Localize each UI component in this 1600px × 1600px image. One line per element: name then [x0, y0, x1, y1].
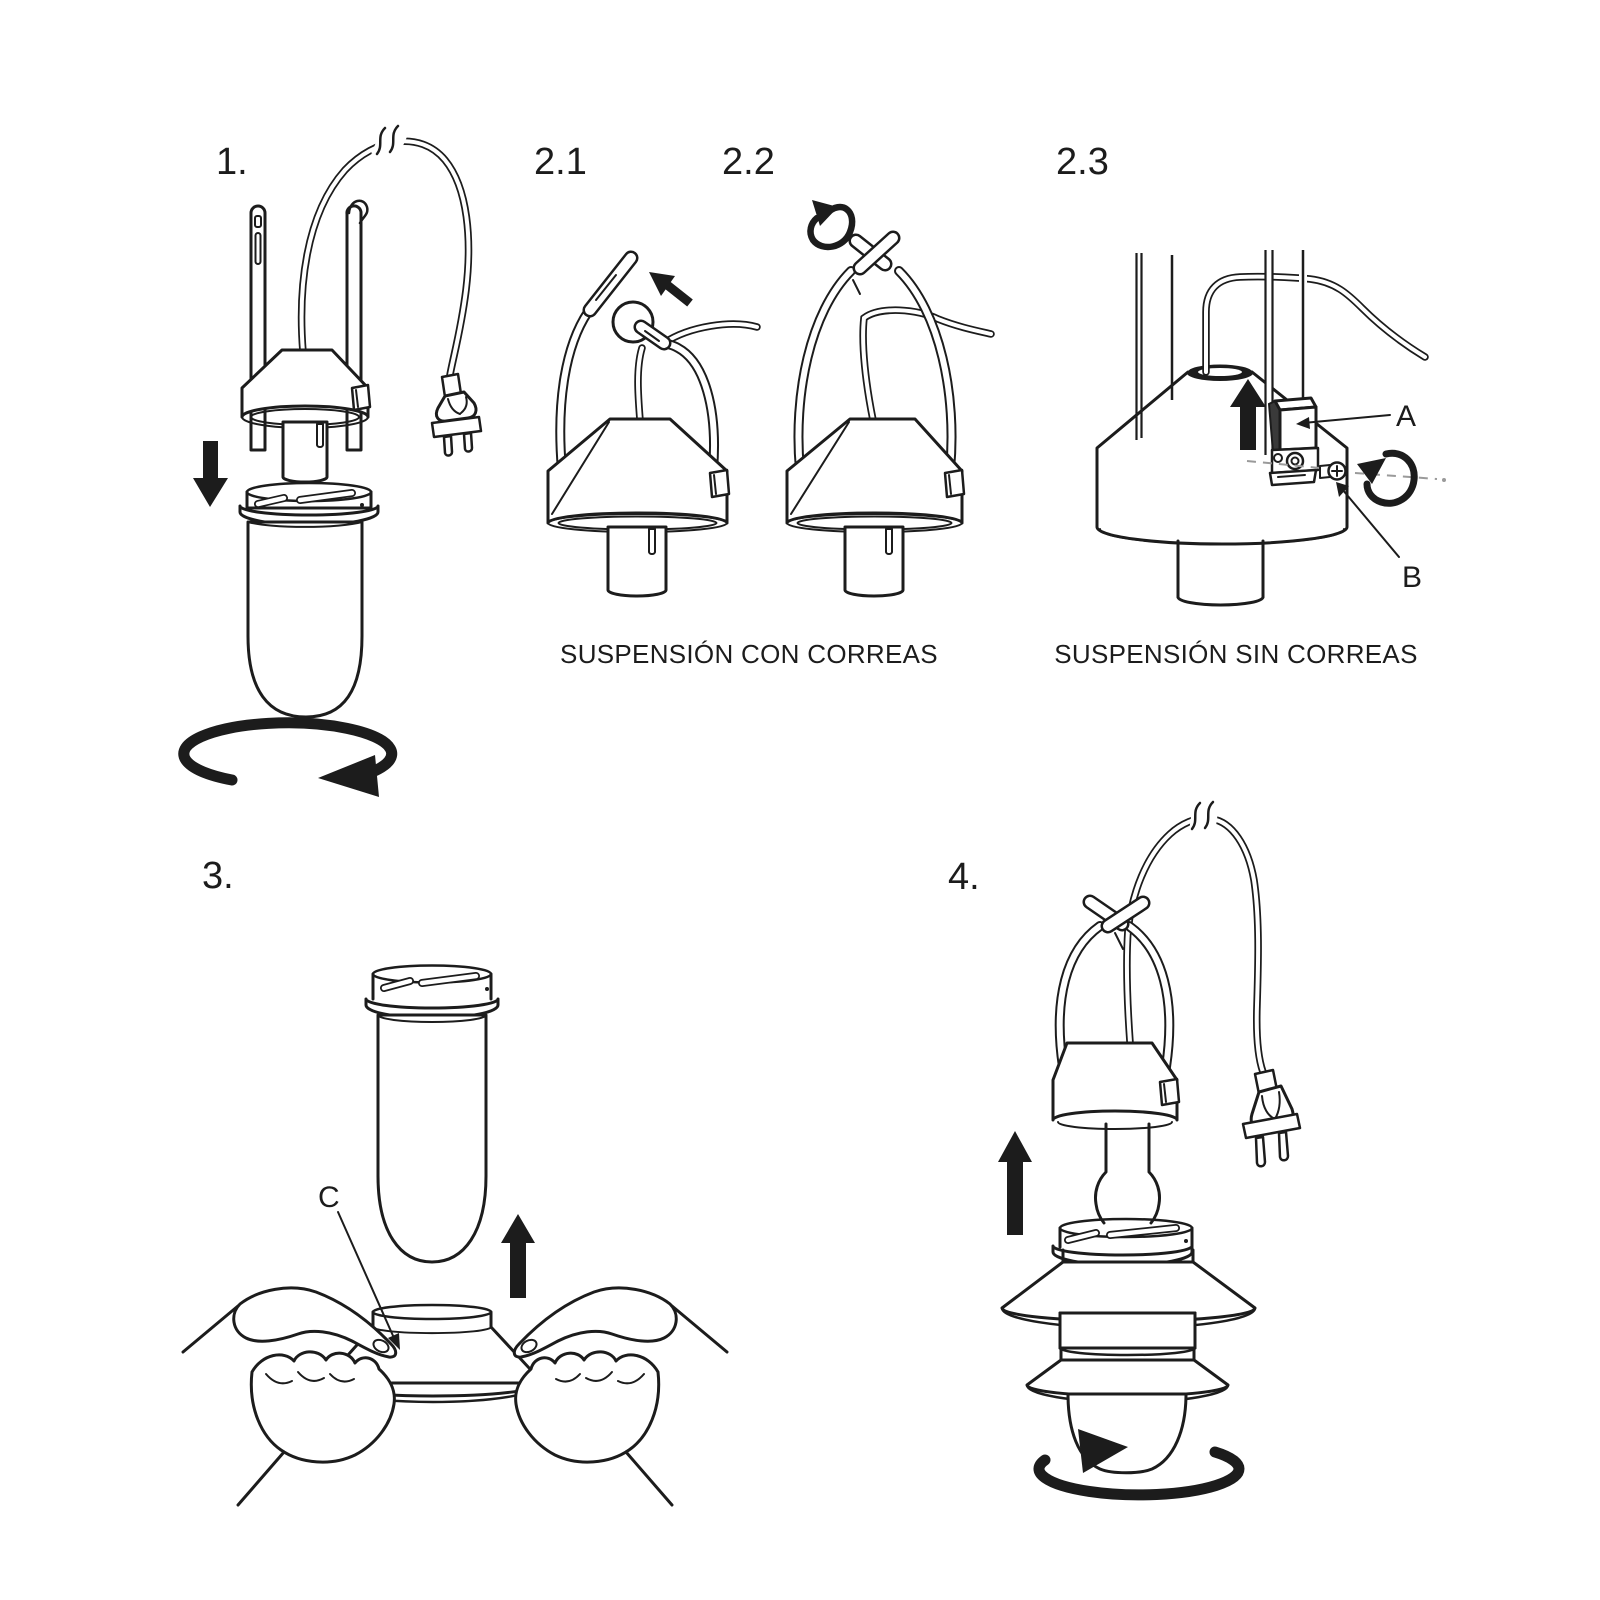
rotate-arrow-icon [178, 717, 398, 797]
step2-1-label: 2.1 [534, 141, 587, 183]
step2-1-lamp-body [546, 417, 731, 598]
socket-tube [606, 525, 668, 598]
leader-arrow-a [1296, 417, 1310, 429]
latch-tab [708, 468, 731, 499]
light-bulb [1094, 1122, 1161, 1225]
step2-3-straps [1135, 250, 1307, 455]
step4-label: 4. [948, 856, 980, 898]
step1-figure: 1. [178, 122, 483, 797]
step2-3-label: 2.3 [1056, 141, 1109, 183]
step3-glass-diffuser [364, 964, 500, 1264]
socket-tube [843, 525, 905, 598]
step4-shades [1000, 1260, 1257, 1404]
step1-lamp-body [240, 348, 372, 484]
part-label-c: C [318, 1181, 340, 1214]
up-arrow-icon [998, 1131, 1032, 1235]
step3-label: 3. [202, 855, 234, 897]
strap-clamp [1267, 396, 1320, 487]
step2-1-cords [634, 320, 761, 424]
step4-straps [1054, 894, 1175, 1072]
up-arrow-icon [1230, 379, 1266, 450]
step4-plug [1241, 1068, 1302, 1168]
cord-break-mark [1188, 799, 1220, 837]
step2-2-label: 2.2 [722, 141, 775, 183]
step2-3-figure: 2.3 [1056, 141, 1446, 607]
direction-arrow-icon [649, 272, 693, 307]
caption-without-straps: SUSPENSIÓN SIN CORREAS [1054, 639, 1417, 669]
step2-1-figure: 2.1 [534, 141, 761, 598]
set-screw [1246, 460, 1446, 482]
step4-power-cord [1123, 799, 1267, 1076]
step1-plug [430, 372, 483, 457]
latch-tab [1158, 1077, 1181, 1107]
step2-2-lamp-body [785, 417, 966, 598]
left-hand [181, 1286, 398, 1507]
step4-figure: 4. [948, 799, 1302, 1501]
leader-line-c [337, 1211, 395, 1339]
step1-power-cord [297, 122, 473, 379]
step1-label: 1. [216, 141, 248, 183]
rotate-arrow-icon [807, 200, 856, 251]
step4-lamp-body [1051, 1041, 1181, 1130]
step2-2-straps [793, 230, 957, 475]
caption-with-straps: SUSPENSIÓN CON CORREAS [560, 639, 938, 669]
latch-tab [350, 383, 372, 412]
down-arrow-icon [193, 441, 228, 507]
glass-collar [1051, 1217, 1195, 1267]
rotate-arrow-icon [1357, 449, 1418, 507]
leader-line-b [1341, 488, 1400, 558]
up-arrow-icon [501, 1214, 535, 1298]
socket-tube [1176, 539, 1265, 599]
leader-line-a [1302, 414, 1391, 424]
step2-1-straps [555, 250, 719, 475]
right-hand [512, 1286, 729, 1507]
step3-figure: 3. C [181, 855, 729, 1507]
rotate-arrow-icon [1033, 1429, 1245, 1501]
socket-tube [281, 420, 329, 484]
leader-arrow-b [1336, 482, 1349, 497]
cord-break-mark [371, 122, 409, 164]
step2-2-figure: 2.2 [722, 141, 995, 598]
leader-arrow-c [388, 1333, 400, 1350]
part-label-a: A [1396, 400, 1416, 433]
latch-tab [943, 468, 966, 499]
part-label-b: B [1402, 561, 1422, 594]
step1-glass-diffuser [238, 481, 380, 719]
